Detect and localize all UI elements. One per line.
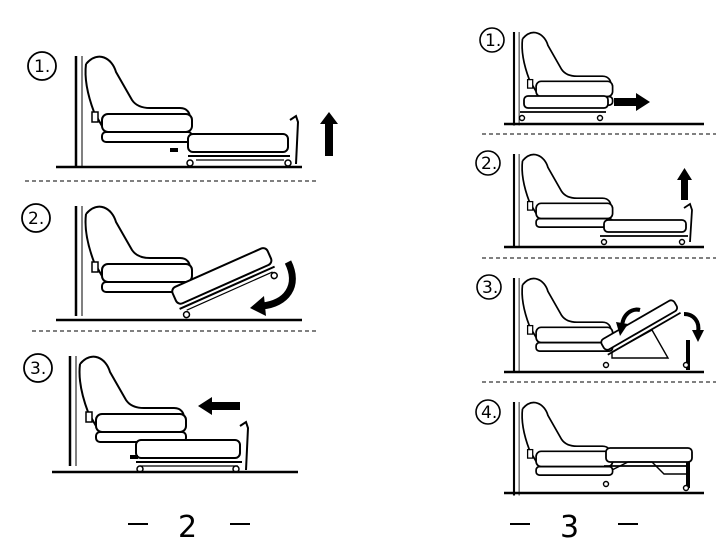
step-badge bbox=[479, 27, 505, 53]
right-step-4: 4. bbox=[475, 399, 704, 497]
wheel bbox=[602, 361, 610, 369]
curved-arrow-icon bbox=[683, 312, 704, 342]
right-step-2: 2. bbox=[475, 150, 704, 249]
sofa-frame-illustration bbox=[130, 420, 250, 473]
page-dash-right bbox=[618, 523, 638, 525]
wheel bbox=[682, 361, 690, 369]
arrow-left-icon bbox=[198, 397, 240, 415]
step-label: 1. bbox=[34, 57, 50, 77]
arrow-up-icon bbox=[677, 168, 692, 200]
step-label: 2. bbox=[28, 209, 44, 229]
step-label: 2. bbox=[481, 154, 497, 174]
step-badge bbox=[27, 51, 57, 81]
step-label: 1. bbox=[485, 31, 501, 51]
frame-leg bbox=[686, 340, 690, 370]
left-step-3: 3. bbox=[23, 353, 298, 474]
arrow-up-icon bbox=[320, 112, 338, 156]
page-number: 2 bbox=[178, 510, 197, 545]
sofa-frame-illustration bbox=[600, 299, 681, 356]
left-panel: 1. 2. bbox=[21, 51, 338, 545]
page-dash-left bbox=[510, 523, 530, 525]
page-number: 3 bbox=[560, 510, 579, 545]
step-badge bbox=[475, 150, 501, 176]
sofa-frame-illustration bbox=[518, 95, 609, 122]
sofa-frame-illustration bbox=[170, 114, 300, 167]
step-badge bbox=[21, 203, 51, 233]
step-badge bbox=[475, 399, 501, 425]
right-step-1: 1. bbox=[479, 27, 704, 127]
frame-linkage bbox=[611, 329, 670, 359]
step-badge bbox=[476, 274, 502, 300]
page-number-3: 3 bbox=[510, 510, 638, 545]
step-label: 4. bbox=[481, 403, 497, 423]
armchair-illustration bbox=[512, 400, 614, 497]
sofa-frame-illustration bbox=[171, 247, 278, 319]
step-label: 3. bbox=[482, 278, 498, 298]
step-badge bbox=[23, 353, 53, 383]
sofa-frame-illustration bbox=[602, 447, 693, 492]
curved-arrow-icon bbox=[616, 307, 641, 336]
armchair-illustration bbox=[512, 276, 614, 373]
armchair-illustration bbox=[512, 152, 614, 249]
arrow-right-icon bbox=[614, 93, 650, 111]
left-step-1: 1. bbox=[27, 51, 338, 169]
right-panel: 1. 2. bbox=[475, 27, 716, 545]
curved-arrow-icon bbox=[250, 260, 296, 316]
sofa-frame-illustration bbox=[600, 202, 693, 246]
page-number-2: 2 bbox=[128, 510, 250, 545]
right-step-3: 3. bbox=[476, 274, 704, 374]
left-step-2: 2. bbox=[21, 203, 302, 322]
step-label: 3. bbox=[30, 359, 46, 379]
page-dash-right bbox=[230, 523, 250, 525]
page-dash-left bbox=[128, 523, 148, 525]
